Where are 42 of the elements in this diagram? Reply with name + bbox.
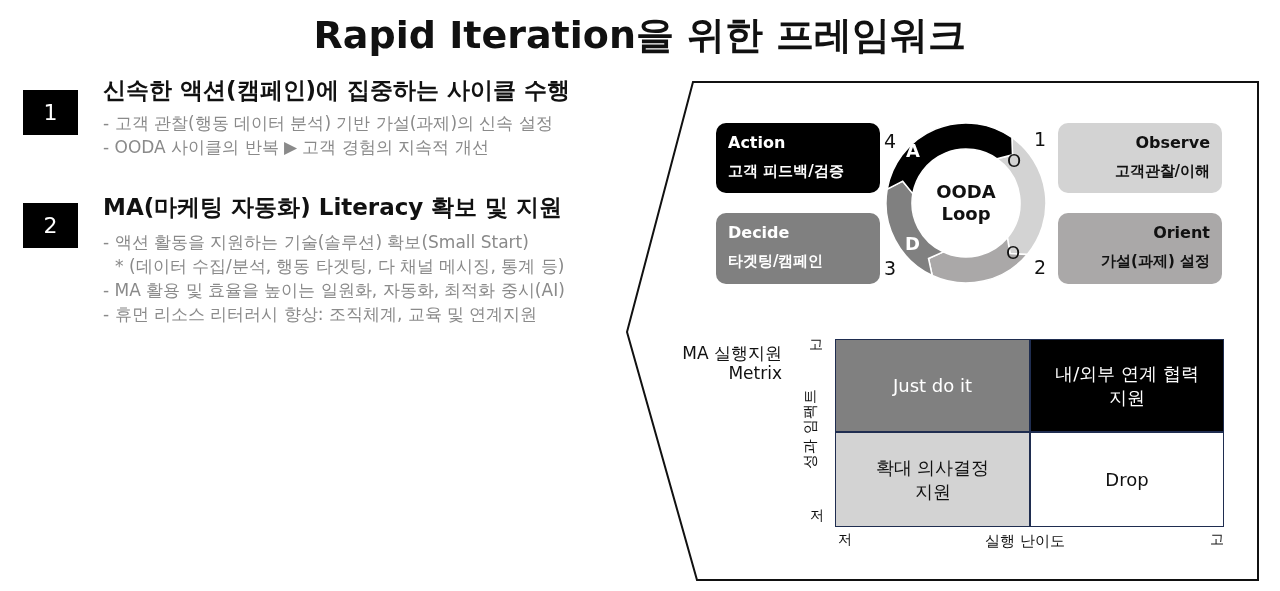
axis-title: 성과 임팩트 bbox=[801, 388, 819, 471]
step-number: 3 bbox=[884, 257, 897, 280]
slide-title: Rapid Iteration을 위한 프레임워크 bbox=[312, 12, 968, 59]
step-card bbox=[1058, 123, 1222, 193]
step-card bbox=[716, 123, 880, 193]
step-number: 1 bbox=[1034, 128, 1047, 151]
segment-letter: D bbox=[905, 233, 920, 255]
number-box: 2 bbox=[23, 203, 78, 248]
section-heading: MA(마케팅 자동화) Literacy 확보 및 지원 bbox=[103, 194, 563, 222]
note-text: * (데이터 수집/분석, 행동 타겟팅, 다 채널 메시징, 통계 등) bbox=[115, 256, 565, 277]
bullet-text: - 휴먼 리소스 리터러시 향상: 조직체계, 교육 및 연계지원 bbox=[103, 304, 538, 325]
bullet-text: - MA 활용 및 효율을 높이는 일원화, 자동화, 최적화 중시(AI) bbox=[103, 280, 565, 301]
bullet-text: - 고객 관찰(행동 데이터 분석) 기반 가설(과제)의 신속 설정 bbox=[103, 113, 553, 134]
step-card bbox=[716, 213, 880, 284]
section-heading: 신속한 액션(캠페인)에 집중하는 사이클 수행 bbox=[103, 77, 571, 105]
step-title: Decide bbox=[728, 223, 791, 242]
step-description: 가설(과제) 설정 bbox=[1100, 252, 1210, 271]
step-description: 고객관찰/이해 bbox=[1113, 162, 1210, 181]
matrix-cell: Just do it bbox=[835, 339, 1030, 432]
segment-letter: O bbox=[1007, 150, 1022, 172]
step-title: Orient bbox=[1152, 223, 1210, 242]
segment-letter: O bbox=[1006, 242, 1021, 264]
step-description: 고객 피드백/검증 bbox=[728, 162, 845, 181]
step-number: 2 bbox=[1034, 256, 1047, 279]
ring-center-text: OODA Loop bbox=[935, 181, 997, 225]
step-title: Action bbox=[728, 133, 787, 152]
matrix-title: MA 실행지원 Metrix bbox=[681, 343, 782, 384]
step-number: 4 bbox=[884, 130, 897, 153]
axis-title: 실행 난이도 bbox=[985, 532, 1065, 550]
step-card bbox=[1058, 213, 1222, 284]
axis-tick-label: 고 bbox=[1210, 531, 1224, 548]
axis-tick-label: 고 bbox=[809, 336, 823, 353]
bullet-text: - OODA 사이클의 반복 ▶ 고객 경험의 지속적 개선 bbox=[103, 137, 489, 158]
step-title: Observe bbox=[1134, 133, 1210, 152]
number-box: 1 bbox=[23, 90, 78, 135]
matrix-cell: 확대 의사결정 지원 bbox=[835, 432, 1030, 527]
matrix-cell: 내/외부 연계 협력 지원 bbox=[1030, 339, 1224, 432]
bullet-text: - 액션 활동을 지원하는 기술(솔루션) 확보(Small Start) bbox=[103, 232, 529, 253]
matrix-cell: Drop bbox=[1030, 432, 1224, 527]
segment-letter: A bbox=[906, 140, 920, 162]
step-description: 타겟팅/캠페인 bbox=[728, 252, 825, 271]
axis-tick-label: 저 bbox=[810, 507, 824, 524]
